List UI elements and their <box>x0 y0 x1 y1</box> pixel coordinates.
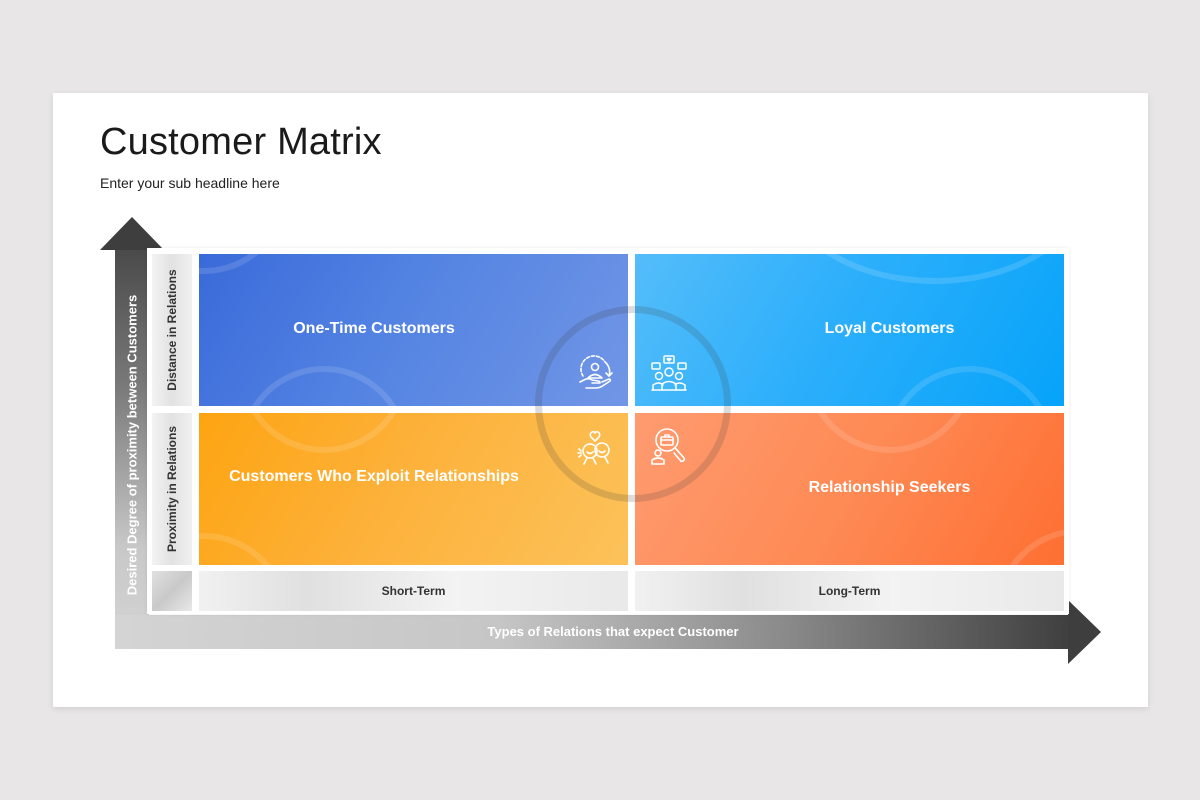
horizontal-axis-arrow <box>115 615 1073 649</box>
decorative-arc <box>805 413 975 453</box>
quadrant-one-time-customers: One-Time Customers <box>199 254 628 406</box>
quadrant-relationship-seekers: Relationship Seekers <box>635 413 1064 565</box>
customer-matrix: Distance in Relations Proximity in Relat… <box>147 248 1069 614</box>
decorative-arc <box>199 254 289 274</box>
quadrant-customers-who-exploit-relationships: Customers Who Exploit Relationships <box>199 413 628 565</box>
row-label-text: Distance in Relations <box>165 269 179 391</box>
decorative-arc <box>239 413 409 453</box>
slide-subtitle: Enter your sub headline here <box>100 175 280 191</box>
column-label-short-term: Short-Term <box>199 571 628 611</box>
quadrant-label: One-Time Customers <box>293 320 455 337</box>
horizontal-axis-label: Types of Relations that expect Customer <box>487 624 739 639</box>
quadrant-label: Loyal Customers <box>824 320 955 337</box>
decorative-arc <box>199 533 289 565</box>
row-label-text: Proximity in Relations <box>165 425 179 553</box>
search-briefcase-person-icon <box>649 427 689 467</box>
decorative-arc <box>995 528 1064 565</box>
column-label-long-term: Long-Term <box>635 571 1064 611</box>
vertical-axis-arrow <box>115 249 149 647</box>
decorative-arc <box>785 254 1064 284</box>
corner-cell <box>152 571 192 611</box>
quadrant-label: Customers Who Exploit Relationships <box>229 468 519 485</box>
decorative-arc <box>885 366 1055 406</box>
slide: Customer Matrix Enter your sub headline … <box>53 93 1148 707</box>
quadrant-label: Relationship Seekers <box>808 479 971 496</box>
quadrant-loyal-customers: Loyal Customers <box>635 254 1064 406</box>
friends-heart-icon <box>575 429 615 469</box>
decorative-arc <box>239 366 409 406</box>
row-label-distance: Distance in Relations <box>152 254 192 406</box>
group-hearts-icon <box>649 354 689 394</box>
customer-retention-hand-icon <box>575 354 615 394</box>
arrow-up-icon <box>100 217 164 250</box>
slide-title: Customer Matrix <box>100 121 382 163</box>
arrow-right-icon <box>1068 600 1101 664</box>
vertical-axis-label: Desired Degree of proximity between Cust… <box>124 294 140 596</box>
row-label-proximity: Proximity in Relations <box>152 413 192 565</box>
